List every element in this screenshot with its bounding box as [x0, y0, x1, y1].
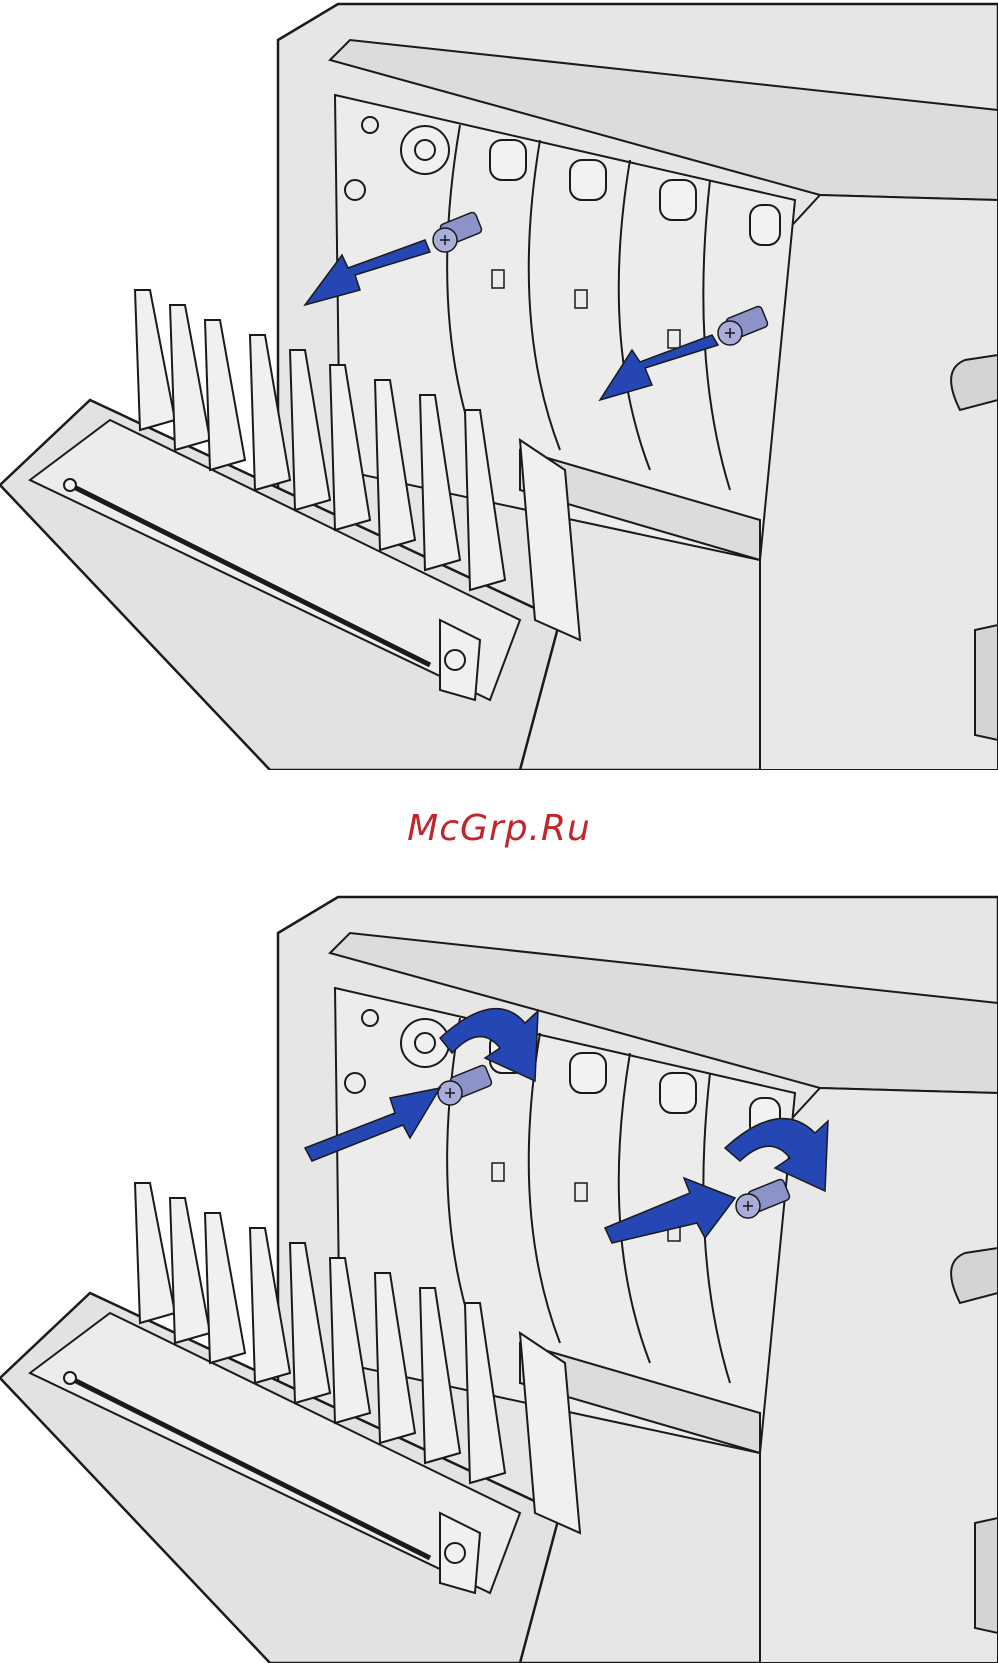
roller: [750, 205, 780, 245]
printer-illustration: [0, 893, 998, 1663]
roller: [490, 140, 526, 180]
side-handle-upper: [951, 355, 998, 410]
printer-illustration: [0, 0, 998, 770]
side-panel: [760, 195, 998, 770]
roller: [660, 1073, 696, 1113]
gear: [401, 1019, 449, 1067]
panel-insert-and-tighten-screws: [0, 893, 998, 1663]
side-handle-lower: [975, 625, 998, 740]
gear: [401, 126, 449, 174]
side-handle-lower: [975, 1518, 998, 1633]
roller: [660, 180, 696, 220]
watermark-text: McGrp.Ru: [0, 808, 998, 849]
roller: [570, 160, 606, 200]
side-handle-upper: [951, 1248, 998, 1303]
roller: [570, 1053, 606, 1093]
panel-remove-screws: [0, 0, 998, 770]
